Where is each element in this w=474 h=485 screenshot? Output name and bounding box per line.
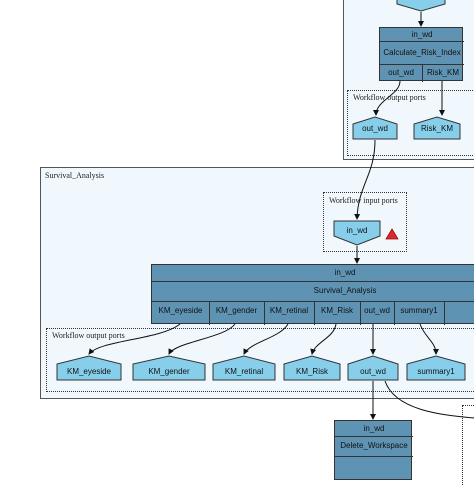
processor-input-port[interactable]: in_wd (363, 424, 385, 433)
output-port-out-wd[interactable]: out_wd (347, 355, 399, 381)
processor-output-summary1[interactable]: summary1 (400, 306, 438, 315)
edge-outwd-to-right (384, 380, 474, 419)
processor-output-out-wd[interactable]: out_wd (364, 306, 390, 315)
warning-icon (385, 228, 399, 240)
top-output-port-risk-km[interactable]: Risk_KM (413, 116, 461, 140)
processor-output-km-gender[interactable]: KM_gender (215, 306, 258, 315)
edge-kmrisk (310, 323, 337, 355)
output-port-km-eyeside[interactable]: KM_eyeside (56, 355, 122, 381)
offscreen-panel-edge (462, 405, 474, 485)
delete-workspace-processor[interactable]: in_wd Delete_Workspace (334, 420, 413, 480)
output-port-km-gender[interactable]: KM_gender (132, 355, 206, 381)
output-port-km-risk[interactable]: KM_Risk (283, 355, 341, 381)
survival-analysis-cluster-label: Survival_Analysis (45, 171, 105, 180)
top-output-ports-label: Workflow output ports (353, 93, 426, 102)
processor-input-port[interactable]: in_wd (411, 30, 433, 39)
processor-name: Delete_Workspace (340, 441, 408, 450)
edge-retinal (243, 323, 289, 355)
workflow-input-port-in-wd[interactable]: in_wd (333, 220, 381, 246)
edge-calc-outwd-to-port (373, 80, 401, 116)
workflow-input-ports-label: Workflow input ports (329, 196, 398, 205)
edge-gender (168, 323, 236, 355)
top-output-port-out-wd[interactable]: out_wd (352, 116, 398, 140)
output-port-summary1[interactable]: summary1 (406, 355, 466, 381)
processor-name: Calculate_Risk_Index (383, 48, 461, 57)
edge-outwd-to-input (354, 139, 376, 220)
processor-name: Survival_Analysis (313, 286, 377, 295)
processor-output-risk-km[interactable]: Risk_KM (426, 68, 459, 77)
workflow-input-ports-box (323, 192, 407, 252)
edge-summary1 (419, 323, 439, 355)
edges-layer (88, 12, 474, 420)
workflow-output-ports-box (46, 328, 474, 392)
processor-output-km-risk[interactable]: KM_Risk (320, 306, 353, 315)
processor-output-out-wd[interactable]: out_wd (388, 68, 414, 77)
top-input-port-shape (396, 0, 446, 12)
top-output-ports-box (347, 90, 474, 156)
survival-analysis-processor[interactable]: in_wd Survival_Analysis KM_eyeside KM_ge… (151, 264, 474, 325)
processor-input-port[interactable]: in_wd (334, 268, 356, 277)
workflow-output-ports-label: Workflow output ports (52, 331, 125, 340)
output-port-km-retinal[interactable]: KM_retinal (212, 355, 276, 381)
edge-eyeside (88, 323, 181, 355)
top-input-port[interactable] (396, 0, 446, 12)
calculate-risk-index-processor[interactable]: in_wd Calculate_Risk_Index out_wd Risk_K… (379, 27, 464, 82)
processor-output-km-retinal[interactable]: KM_retinal (269, 306, 309, 315)
processor-output-km-eyeside[interactable]: KM_eyeside (158, 306, 203, 315)
